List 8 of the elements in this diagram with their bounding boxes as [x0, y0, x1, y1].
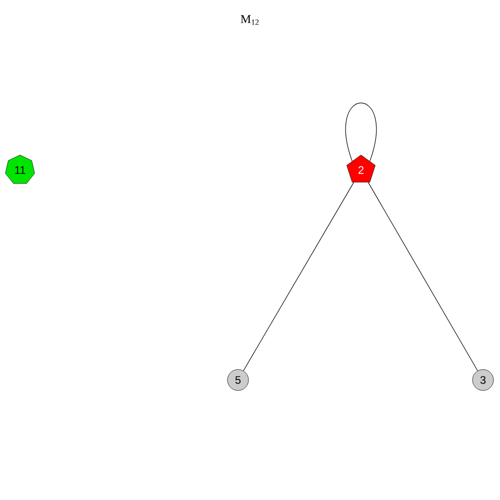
- title: M$_{12}$: [240, 15, 259, 25]
- edge-line: [243, 182, 354, 372]
- circle-node: 3: [472, 369, 494, 391]
- pentagon-node: 2: [346, 154, 376, 182]
- loop-line: [345, 102, 377, 162]
- edge-line: [368, 182, 478, 372]
- heptagon-node: 11: [5, 154, 35, 184]
- circle-node: 5: [227, 369, 249, 391]
